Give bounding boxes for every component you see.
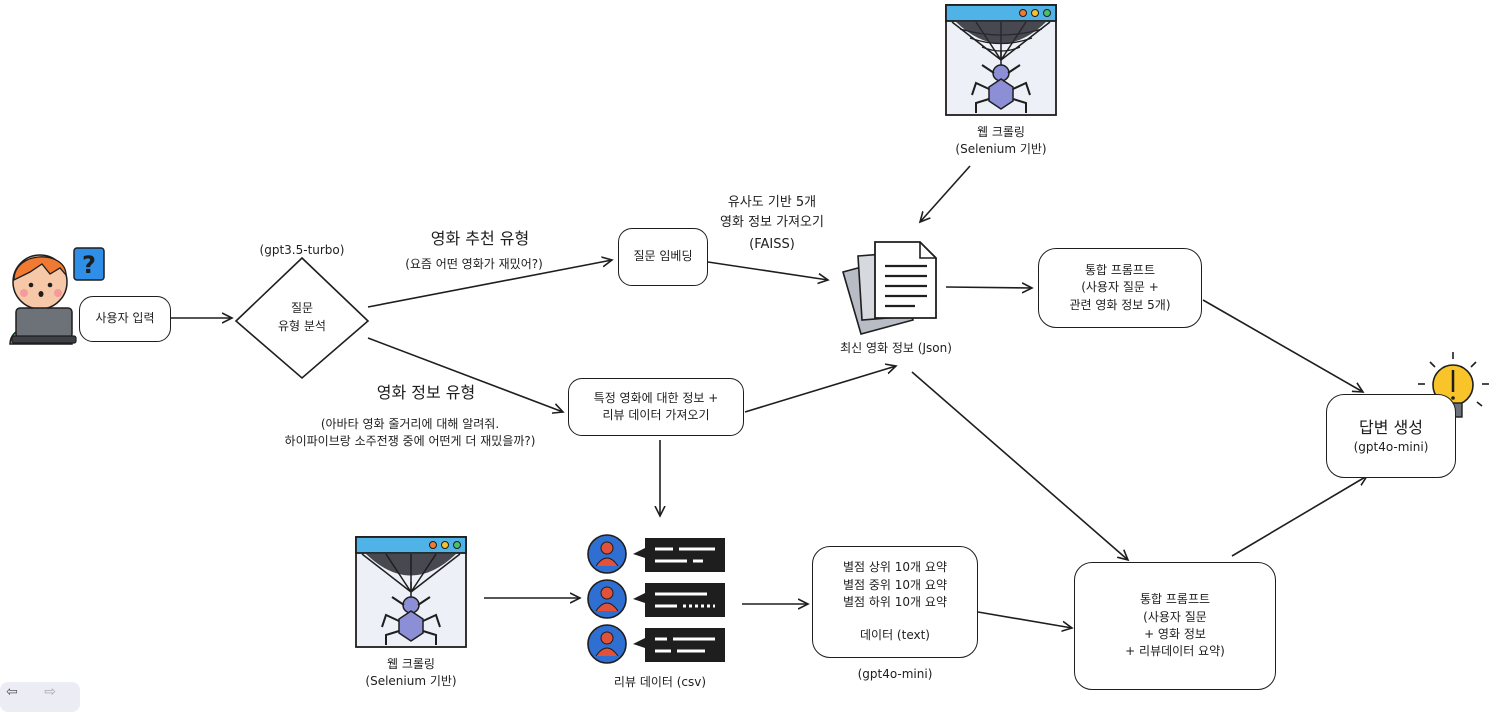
similarity-line3: (FAISS) <box>749 237 795 252</box>
arrow-specific-docs <box>744 366 896 413</box>
summary-line1: 별점 상위 10개 요약 <box>843 560 947 575</box>
info-example-line2: 하이파이브랑 소주전쟁 중에 어떤게 더 재밌을까?) <box>284 434 536 448</box>
prompt-bottom-line1: 통합 프롬프트 <box>1139 592 1211 607</box>
query-embedding-label: 질문 임베딩 <box>633 249 693 264</box>
answer-line1: 답변 생성 <box>1359 417 1423 437</box>
similarity-line2: 영화 정보 가져오기 <box>720 215 824 230</box>
crawl-top-line1: 웹 크롤링 <box>977 125 1025 139</box>
prompt-bottom-line2: (사용자 질문 <box>1143 609 1207 624</box>
arrow-embed-docs <box>707 261 828 280</box>
documents-json-icon <box>842 241 937 335</box>
specific-movie-line2: 리뷰 데이터 가져오기 <box>602 408 710 422</box>
arrow-summary-prompt2 <box>977 611 1072 628</box>
prompt-bottom-line3: + 영화 정보 <box>1144 627 1206 641</box>
review-data-label: 리뷰 데이터 (csv) <box>613 675 707 689</box>
recommend-type-label: 영화 추천 유형 <box>430 229 530 248</box>
undo-redo-toolbar: ⇦ ⇨ <box>0 682 80 712</box>
redo-button[interactable]: ⇨ <box>44 684 56 700</box>
summary-line4 <box>843 611 947 627</box>
summary-line3: 별점 하위 10개 요약 <box>843 595 947 609</box>
classify-label-line1: 질문 <box>290 301 314 315</box>
user-input-label: 사용자 입력 <box>95 311 155 326</box>
arrow-classify-specific <box>367 337 563 412</box>
answer-box: 답변 생성 (gpt4o-mini) <box>1326 394 1456 478</box>
arrow-crawl-docs <box>920 165 971 222</box>
web-crawl-icon-top <box>945 4 1057 116</box>
model-router-label: (gpt3.5-turbo) <box>259 243 345 257</box>
arrow-classify-embed <box>367 260 612 308</box>
summary-model-label: (gpt4o-mini) <box>857 667 933 681</box>
summary-line2: 별점 중위 10개 요약 <box>843 577 947 592</box>
review-chat-icon-3 <box>587 624 725 664</box>
prompt-bottom-box: 통합 프롬프트 (사용자 질문 + 영화 정보 + 리뷰데이터 요약) <box>1074 562 1276 690</box>
prompt-top-box: 통합 프롬프트 (사용자 질문 + 관련 영화 정보 5개) <box>1038 248 1202 328</box>
web-crawl-icon-bottom <box>355 536 467 648</box>
classify-label-line2: 유형 분석 <box>278 319 326 333</box>
review-chat-icon-2 <box>587 579 725 619</box>
arrow-docs-prompt2 <box>911 371 1128 560</box>
user-laptop-icon: ? <box>9 247 105 345</box>
svg-text:?: ? <box>82 251 96 279</box>
prompt-bottom-line4: + 리뷰데이터 요약) <box>1125 644 1225 659</box>
arrow-prompt1-answer <box>1202 299 1363 392</box>
latest-movie-label: 최신 영화 정보 (Json) <box>840 341 952 355</box>
summary-line5: 데이터 (text) <box>860 628 930 643</box>
recommend-example-label: (요즘 어떤 영화가 재밌어?) <box>405 257 543 271</box>
crawl-bottom-line1: 웹 크롤링 <box>387 657 435 671</box>
crawl-top-line2: (Selenium 기반) <box>955 142 1047 156</box>
prompt-top-line1: 통합 프롬프트 <box>1084 262 1156 277</box>
crawl-bottom-line2: (Selenium 기반) <box>365 674 457 688</box>
summary-box: 별점 상위 10개 요약 별점 중위 10개 요약 별점 하위 10개 요약 데… <box>812 546 978 658</box>
user-input-box: 사용자 입력 <box>79 296 171 342</box>
prompt-top-line2: (사용자 질문 + <box>1081 280 1159 295</box>
info-type-label: 영화 정보 유형 <box>376 383 476 402</box>
answer-line2: (gpt4o-mini) <box>1353 439 1429 454</box>
undo-button[interactable]: ⇦ <box>6 684 18 700</box>
similarity-line1: 유사도 기반 5개 <box>727 195 817 210</box>
specific-movie-line1: 특정 영화에 대한 정보 + <box>593 390 719 405</box>
specific-movie-box: 특정 영화에 대한 정보 + 리뷰 데이터 가져오기 <box>568 378 744 436</box>
query-embedding-box: 질문 임베딩 <box>618 228 708 286</box>
arrow-docs-prompt1 <box>945 287 1032 288</box>
prompt-top-line3: 관련 영화 정보 5개) <box>1069 297 1171 312</box>
info-example-line1: (아바타 영화 줄거리에 대해 알려줘. <box>320 417 500 431</box>
arrow-prompt2-answer <box>1231 476 1367 557</box>
review-chat-icon-1 <box>587 534 725 574</box>
diagram-canvas: ? <box>9 4 1489 664</box>
classify-diamond <box>234 256 370 380</box>
